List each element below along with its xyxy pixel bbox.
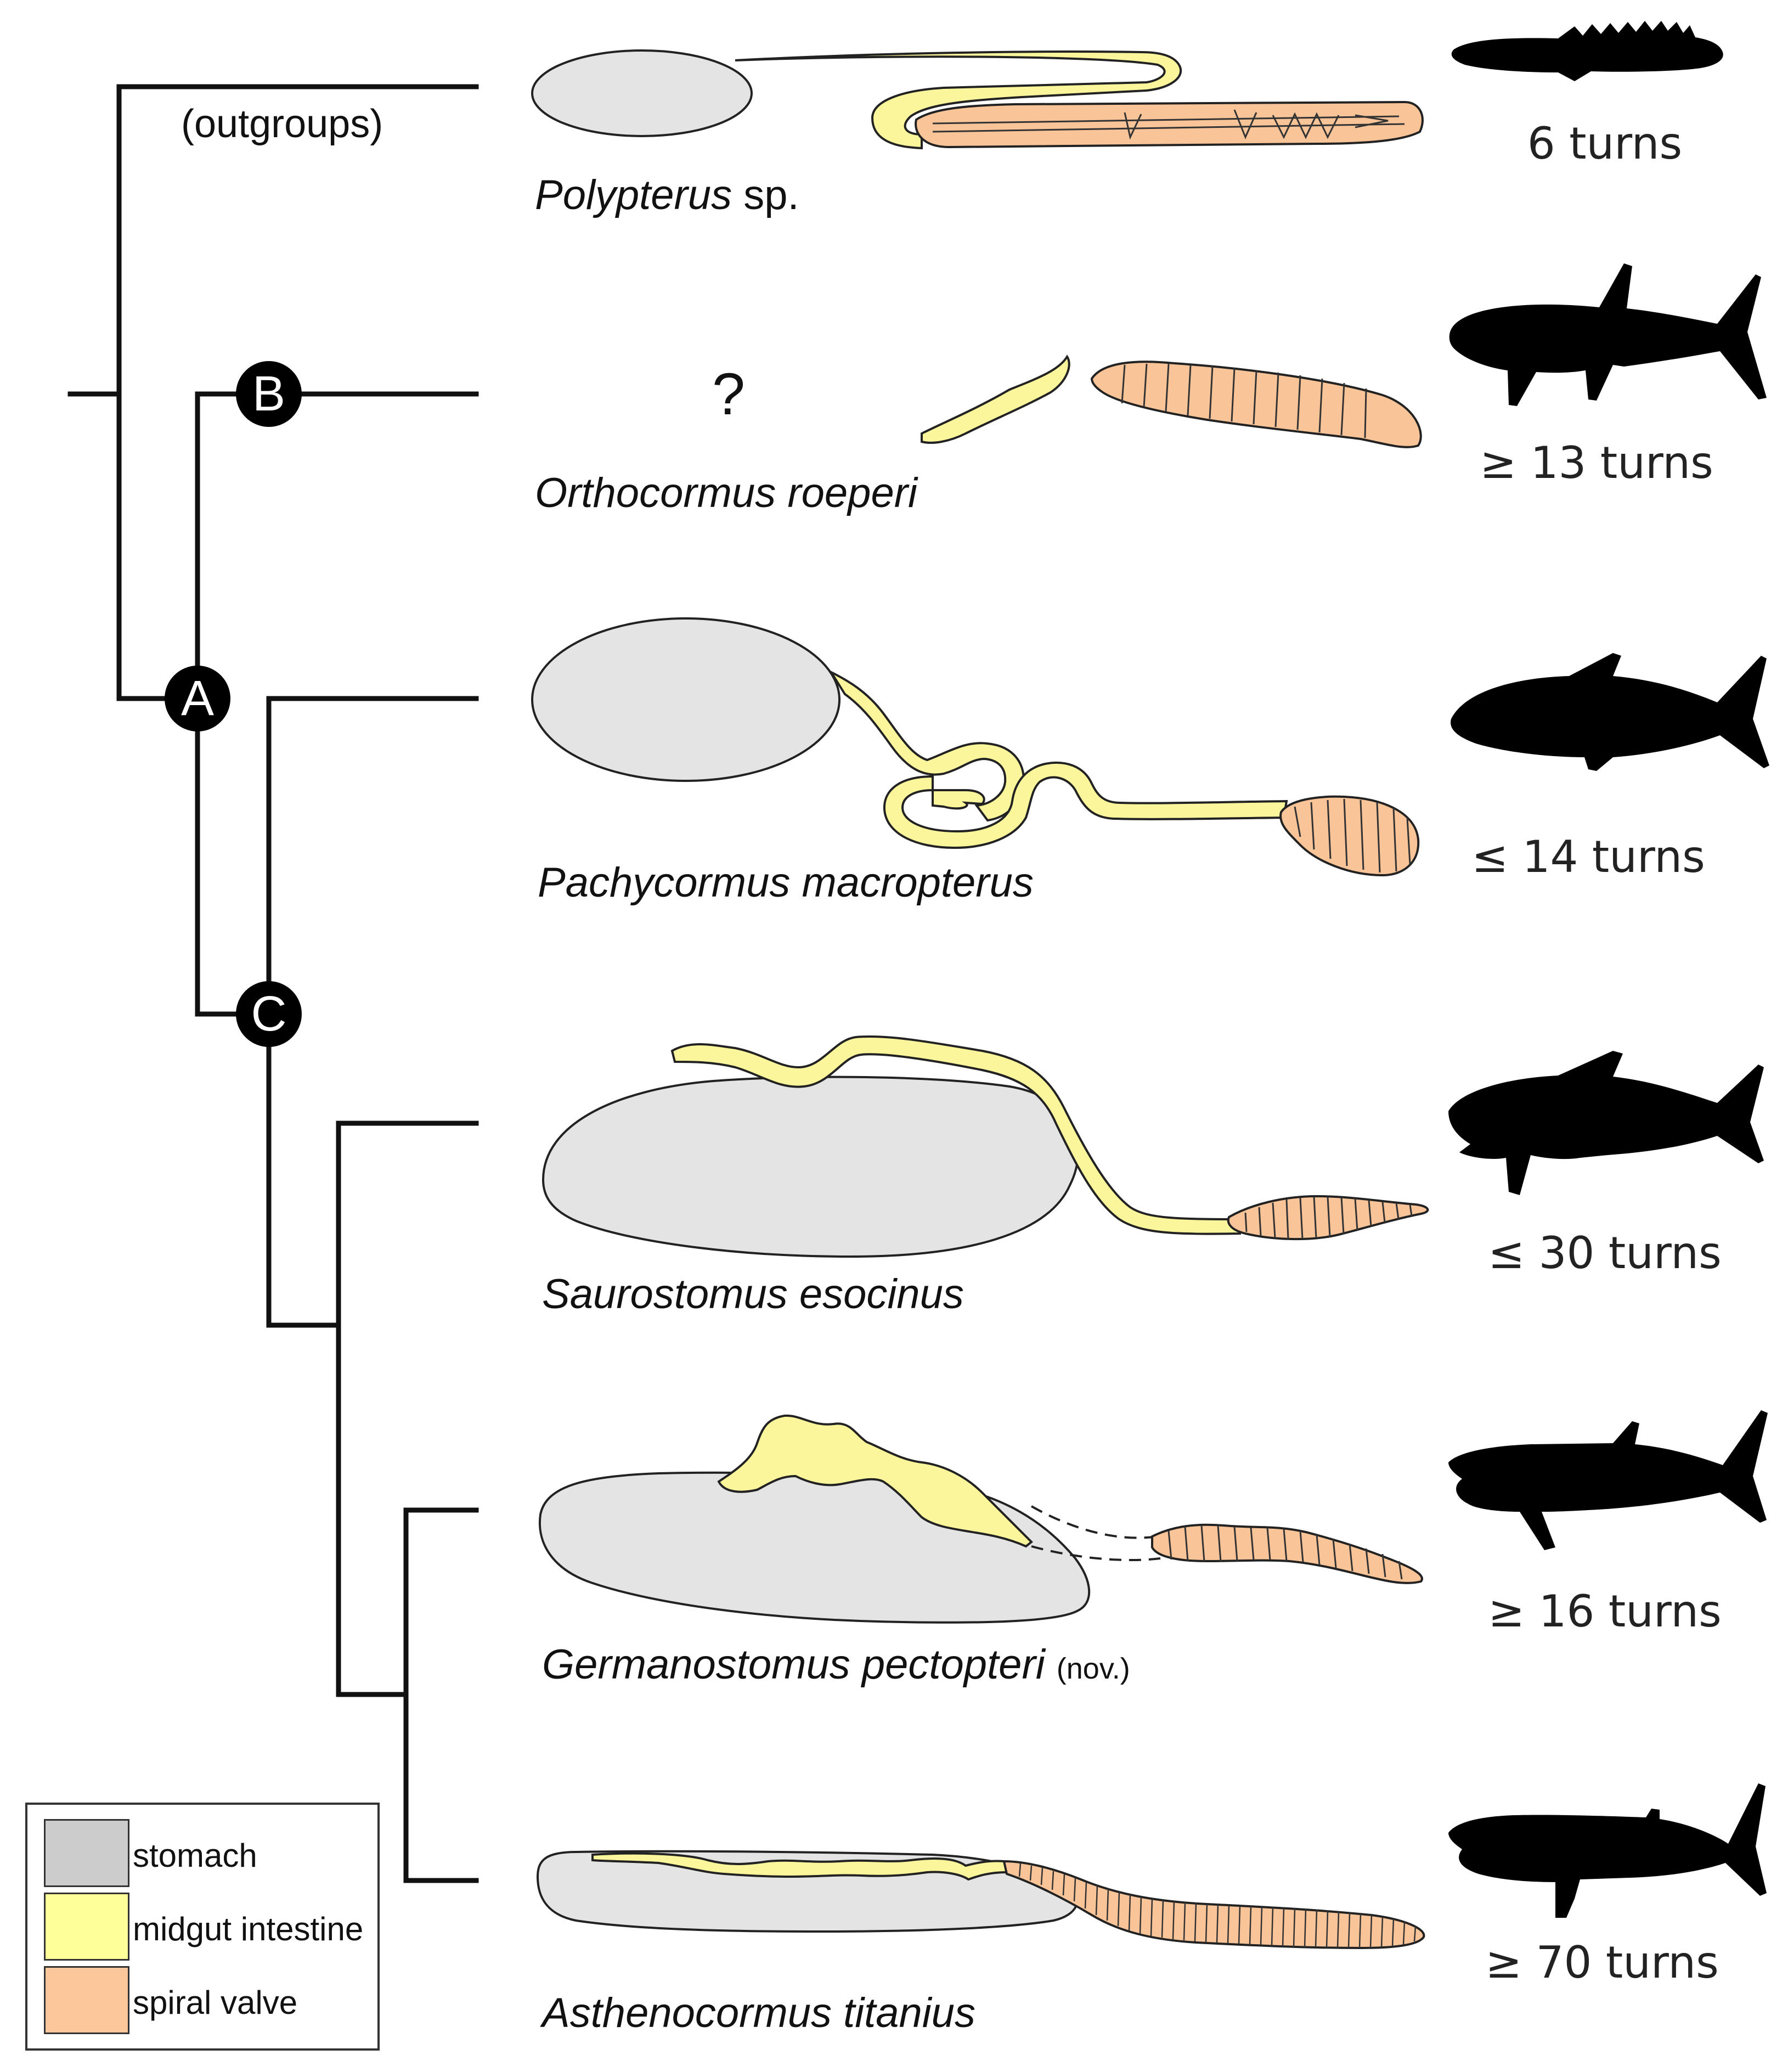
polypterus-silhouette <box>1451 21 1723 81</box>
missing-stomach-mark: ? <box>712 361 746 427</box>
node-a-marker <box>165 666 230 731</box>
germanostomus-spiral-folds <box>1167 1525 1403 1580</box>
germanostomus-spiral-valve <box>1151 1523 1423 1584</box>
polypterus-spiral-valve <box>915 100 1424 149</box>
gut-pachycormus <box>531 617 1420 877</box>
legend-label-midgut: midgut intestine <box>133 1911 364 1947</box>
legend: stomach midgut intestine spiral valve <box>25 1803 380 2051</box>
asthenocormus-midgut <box>591 1852 1008 1881</box>
asthenocormus-spiral-folds <box>1018 1863 1417 1949</box>
species-binomial: Polypterus <box>535 172 732 218</box>
legend-label-spiral-valve: spiral valve <box>133 1984 298 2021</box>
turns-germanostomus: ≥ 16 turns <box>1488 1586 1722 1637</box>
node-c-marker <box>236 981 302 1047</box>
saurostomus-silhouette <box>1448 1051 1764 1195</box>
node-b-marker <box>236 361 302 427</box>
turns-orthocormus: ≥ 13 turns <box>1480 437 1713 488</box>
germanostomus-stomach <box>539 1471 1090 1624</box>
saurostomus-stomach <box>542 1076 1080 1258</box>
gut-germanostomus <box>539 1414 1423 1624</box>
turns-saurostomus: ≤ 30 turns <box>1488 1228 1722 1279</box>
outgroups-label: (outgroups) <box>181 102 383 146</box>
node-c-label: C <box>251 987 287 1041</box>
species-binomial: Saurostomus esocinus <box>542 1271 964 1317</box>
species-name-polypterus: Polypterus sp. <box>535 171 799 219</box>
species-name-asthenocormus: Asthenocormus titanius <box>542 1989 975 2037</box>
turns-pachycormus: ≤ 14 turns <box>1471 831 1705 882</box>
orthocormus-spiral-valve <box>1090 361 1422 448</box>
pachycormus-midgut-descending <box>828 669 1025 822</box>
legend-swatch-stomach <box>44 1819 129 1887</box>
legend-swatch-spiral-valve <box>44 1966 129 2034</box>
turns-polypterus: 6 turns <box>1527 118 1683 169</box>
node-a-label: A <box>181 671 215 726</box>
species-name-saurostomus: Saurostomus esocinus <box>542 1270 964 1318</box>
polypterus-stomach <box>531 49 753 137</box>
asthenocormus-silhouette <box>1448 1783 1767 1918</box>
pachycormus-silhouette <box>1451 653 1769 771</box>
saurostomus-spiral-folds <box>1244 1196 1413 1240</box>
polypterus-midgut <box>735 50 1182 150</box>
pachycormus-stomach <box>531 617 841 782</box>
germanostomus-silhouette <box>1448 1410 1768 1550</box>
species-note: (nov.) <box>1056 1652 1130 1685</box>
gut-saurostomus <box>542 1035 1429 1258</box>
species-binomial: Germanostomus pectopteri <box>542 1641 1045 1688</box>
turns-asthenocormus: ≥ 70 turns <box>1485 1937 1719 1988</box>
legend-swatch-midgut <box>44 1893 129 1961</box>
gut-orthocormus <box>921 354 1422 448</box>
species-binomial: Orthocormus roeperi <box>535 470 917 516</box>
species-suffix <box>1045 1641 1057 1688</box>
legend-label-stomach: stomach <box>133 1837 257 1874</box>
saurostomus-spiral-valve <box>1227 1195 1429 1241</box>
orthocormus-midgut <box>921 354 1070 444</box>
polypterus-spiral-folds <box>932 109 1405 140</box>
species-suffix: sp. <box>732 172 799 218</box>
pachycormus-spiral-valve <box>1279 795 1420 877</box>
germanostomus-midgut-inferred <box>1031 1505 1161 1562</box>
node-b-label: B <box>252 367 286 421</box>
pachycormus-spiral-folds <box>1294 798 1411 873</box>
species-name-germanostomus: Germanostomus pectopteri (nov.) <box>542 1641 1130 1688</box>
orthocormus-spiral-folds <box>1121 363 1367 438</box>
gut-polypterus <box>531 49 1424 150</box>
gut-asthenocormus <box>536 1850 1425 1950</box>
species-name-pachycormus: Pachycormus macropterus <box>538 859 1034 906</box>
species-binomial: Asthenocormus titanius <box>542 1990 975 2036</box>
asthenocormus-spiral-valve <box>1002 1860 1425 1950</box>
orthocormus-silhouette <box>1449 263 1767 406</box>
germanostomus-midgut <box>717 1414 1033 1548</box>
species-binomial: Pachycormus macropterus <box>538 859 1034 906</box>
tree-nodes <box>165 361 302 1047</box>
pachycormus-midgut-coils <box>883 761 1288 849</box>
species-name-orthocormus: Orthocormus roeperi <box>535 469 917 517</box>
